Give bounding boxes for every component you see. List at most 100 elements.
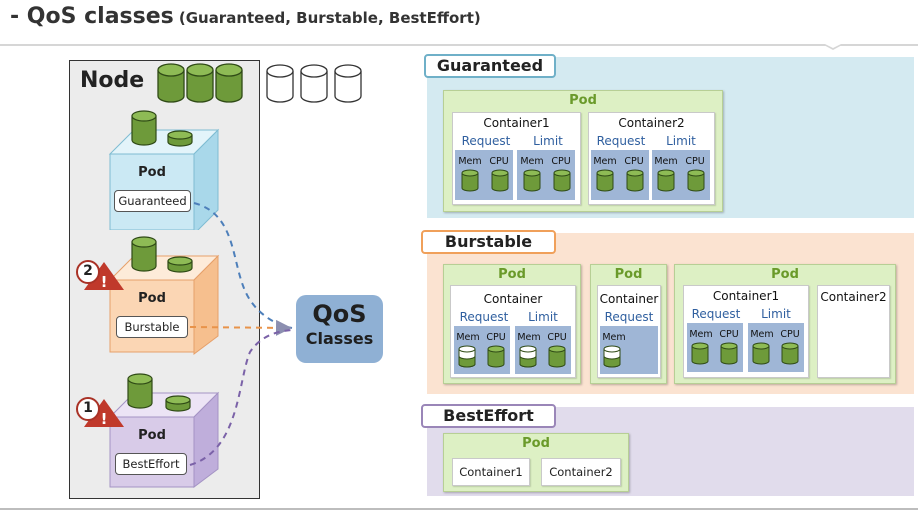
cylinder-icon <box>626 169 644 192</box>
container-label: Container1 <box>712 289 780 303</box>
pod-tag-besteffort: BestEffort <box>115 453 187 475</box>
cylinder-partial-icon <box>458 345 476 368</box>
mem-label: Mem <box>750 329 774 340</box>
cylinder-icon <box>491 169 509 192</box>
cpu-label: CPU <box>685 156 705 167</box>
mem-label: Mem <box>602 332 626 343</box>
request-label: Request <box>461 134 511 148</box>
cylinder-icon <box>657 169 675 192</box>
mem-label: Mem <box>456 332 480 343</box>
cylinder-icon <box>461 169 479 192</box>
cylinder-icon <box>781 342 799 365</box>
cylinder-partial-icon <box>603 345 621 368</box>
pod-label: Pod <box>771 267 799 282</box>
cylinder-icon <box>131 236 157 272</box>
mem-label: Mem <box>654 156 678 167</box>
cylinder-icon <box>127 373 153 409</box>
cylinder-icon <box>523 169 541 192</box>
warning-number: 1 <box>83 400 93 416</box>
pod-label: Pod <box>498 267 526 282</box>
request-label: Request <box>691 307 741 321</box>
pod-label: Pod <box>138 291 166 306</box>
pod-cube-besteffort <box>108 373 220 488</box>
mem-label: Mem <box>458 156 482 167</box>
capacity-free-cylinders <box>266 64 362 103</box>
cpu-label: CPU <box>486 332 506 343</box>
cpu-label: CPU <box>547 332 567 343</box>
qos-line1: QoS <box>312 300 367 328</box>
container-label: Container <box>599 292 659 306</box>
warning-icon: ! <box>76 397 124 428</box>
pod-label: Pod <box>522 436 550 451</box>
qos-line2: Classes <box>305 329 374 348</box>
cylinder-icon <box>157 63 185 103</box>
cpu-label: CPU <box>780 329 800 340</box>
cylinder-small-icon <box>167 130 193 147</box>
pod-label: Pod <box>614 267 643 282</box>
besteffort-container2: Container2 <box>541 458 621 486</box>
warning-icon: ! <box>76 260 124 291</box>
cpu-label: CPU <box>551 156 571 167</box>
container-label: Container <box>483 292 543 306</box>
pod-tag-burstable: Burstable <box>116 316 188 338</box>
cylinder-icon <box>752 342 770 365</box>
pod-label: Pod <box>569 93 597 108</box>
svg-text:!: ! <box>101 273 108 291</box>
arrow-besteffort <box>189 329 293 466</box>
cpu-label: CPU <box>719 329 739 340</box>
mem-label: Mem <box>689 329 713 340</box>
cylinder-icon <box>548 345 566 368</box>
container-label: Container1 <box>483 116 550 130</box>
cylinder-icon <box>215 63 243 103</box>
limit-label: Limit <box>666 134 696 148</box>
pod-label: Pod <box>138 165 166 180</box>
page-title: - QoS classes (Guaranteed, Burstable, Be… <box>10 4 481 29</box>
cylinder-outline-icon <box>334 64 362 103</box>
title-subtitle: (Guaranteed, Burstable, BestEffort) <box>178 9 481 27</box>
arrow-burstable <box>189 319 292 336</box>
cpu-label: CPU <box>489 156 509 167</box>
cylinder-outline-icon <box>266 64 294 103</box>
cylinder-icon <box>186 63 214 103</box>
guaranteed-heading: Guaranteed <box>424 54 556 78</box>
request-label: Request <box>459 310 509 324</box>
cylinder-icon <box>487 345 505 368</box>
warning-number: 2 <box>83 263 93 279</box>
capacity-used-cylinders <box>157 63 243 103</box>
qos-classes-bubble: QoS Classes <box>296 295 383 363</box>
limit-label: Limit <box>528 310 558 324</box>
mem-label: Mem <box>593 156 617 167</box>
pod-tag-guaranteed: Guaranteed <box>114 190 191 212</box>
cylinder-icon <box>720 342 738 365</box>
title-main: - QoS classes <box>10 4 174 29</box>
limit-label: Limit <box>533 134 563 148</box>
node-capacity <box>157 63 362 103</box>
header-divider <box>0 44 918 46</box>
container-label: Container2 <box>618 116 685 130</box>
burstable-heading: Burstable <box>421 230 556 254</box>
node-title: Node <box>80 68 145 93</box>
cpu-label: CPU <box>624 156 644 167</box>
cylinder-icon <box>691 342 709 365</box>
header-notch-icon <box>822 44 844 50</box>
cylinder-small-icon <box>167 256 193 273</box>
mem-label: Mem <box>517 332 541 343</box>
pod-label: Pod <box>138 428 166 443</box>
footer-divider <box>0 508 918 510</box>
cylinder-outline-icon <box>300 64 328 103</box>
svg-text:!: ! <box>101 410 108 428</box>
cylinder-icon <box>596 169 614 192</box>
besteffort-heading: BestEffort <box>421 404 556 428</box>
mem-label: Mem <box>520 156 544 167</box>
cylinder-icon <box>131 110 157 146</box>
request-label: Request <box>604 310 654 324</box>
limit-label: Limit <box>761 307 791 321</box>
burstable-container2: Container2 <box>817 285 890 378</box>
request-label: Request <box>596 134 646 148</box>
cylinder-icon <box>553 169 571 192</box>
cylinder-small-icon <box>165 395 191 412</box>
container-label: Container2 <box>820 290 887 304</box>
